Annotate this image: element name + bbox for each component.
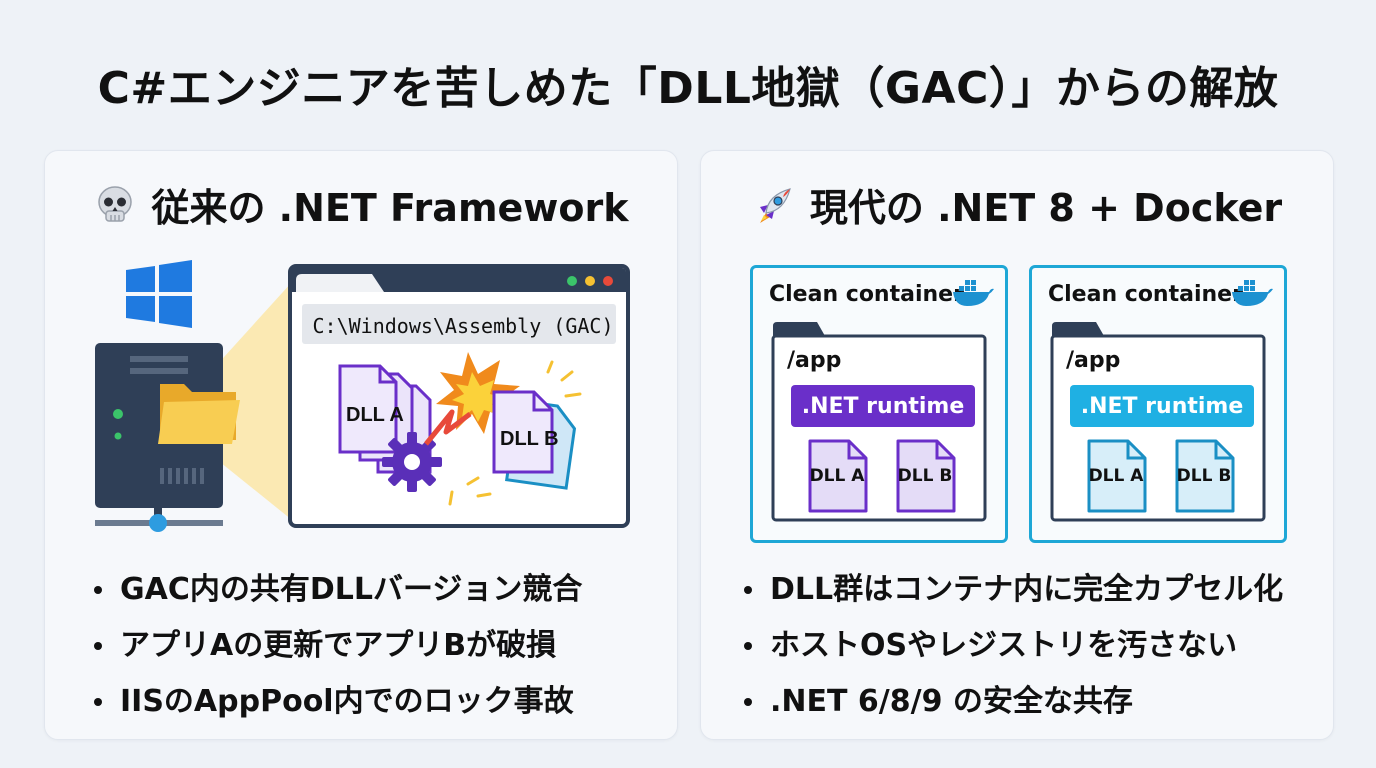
list-item-text: DLL群はコンテナ内に完全カプセル化: [770, 572, 1284, 607]
dll-a-label: DLL A: [346, 404, 404, 426]
page-title: C#エンジニアを苦しめた「DLL地獄（GAC）」からの解放: [97, 63, 1279, 114]
dll-a-document-icon: [808, 439, 868, 513]
clean-container-card: Clean container /app .NET runtime DLL A …: [750, 265, 1008, 543]
rocket-icon: [759, 187, 791, 223]
docker-whale-icon: [1232, 280, 1273, 306]
list-item: GAC内の共有DLLバージョン競合: [94, 562, 582, 618]
app-folder-label: /app: [1066, 348, 1121, 373]
dll-b-label: DLL B: [897, 466, 953, 486]
legacy-issues-list: GAC内の共有DLLバージョン競合 アプリAの更新でアプリBが破損 IISのAp…: [94, 562, 582, 730]
legacy-panel-heading: 従来の .NET Framework: [45, 177, 677, 232]
docker-whale-icon: [953, 280, 994, 306]
dll-a-label: DLL A: [809, 466, 865, 486]
app-folder-label: /app: [787, 348, 842, 373]
runtime-badge: .NET runtime: [1070, 385, 1254, 427]
modern-panel-title: 現代の .NET 8 + Docker: [809, 186, 1283, 230]
bullet-dot: [744, 698, 752, 706]
container-label: Clean container: [769, 282, 964, 307]
dll-a-label: DLL A: [1088, 466, 1144, 486]
runtime-badge: .NET runtime: [791, 385, 975, 427]
modern-panel-heading: 現代の .NET 8 + Docker: [701, 177, 1333, 232]
list-item-text: IISのAppPool内でのロック事故: [120, 684, 574, 719]
modern-benefits-list: DLL群はコンテナ内に完全カプセル化 ホストOSやレジストリを汚さない .NET…: [744, 562, 1283, 730]
dll-b-label: DLL B: [500, 428, 559, 450]
list-item-text: GAC内の共有DLLバージョン競合: [120, 572, 583, 607]
windows-logo-icon: [126, 260, 192, 328]
dll-a-document-icon: [1087, 439, 1147, 513]
skull-icon: [98, 185, 133, 222]
list-item: IISのAppPool内でのロック事故: [94, 674, 582, 730]
clean-container-card: Clean container /app .NET runtime DLL A …: [1029, 265, 1287, 543]
server-icon: [95, 343, 223, 532]
dll-b-document-icon: [492, 390, 577, 490]
list-item: DLL群はコンテナ内に完全カプセル化: [744, 562, 1283, 618]
dll-b-label: DLL B: [1176, 466, 1232, 486]
list-item-text: .NET 6/8/9 の安全な共存: [770, 684, 1133, 719]
legacy-panel-title: 従来の .NET Framework: [151, 186, 629, 230]
list-item: .NET 6/8/9 の安全な共存: [744, 674, 1283, 730]
app-folder: /app .NET runtime: [1050, 320, 1266, 522]
dll-b-document-icon: [896, 439, 956, 513]
list-item-text: ホストOSやレジストリを汚さない: [770, 628, 1238, 663]
bullet-dot: [94, 698, 102, 706]
list-item-text: アプリAの更新でアプリBが破損: [120, 628, 557, 663]
container-label: Clean container: [1048, 282, 1243, 307]
list-item: ホストOSやレジストリを汚さない: [744, 618, 1283, 674]
folder-icon: [158, 384, 240, 444]
dll-b-document-icon: [1175, 439, 1235, 513]
gear-icon: [382, 432, 442, 492]
bullet-dot: [744, 642, 752, 650]
bullet-dot: [744, 586, 752, 594]
bullet-dot: [94, 586, 102, 594]
gac-path-label: C:\Windows\Assembly (GAC): [312, 314, 614, 338]
list-item: アプリAの更新でアプリBが破損: [94, 618, 582, 674]
bullet-dot: [94, 642, 102, 650]
app-folder: /app .NET runtime: [771, 320, 987, 522]
